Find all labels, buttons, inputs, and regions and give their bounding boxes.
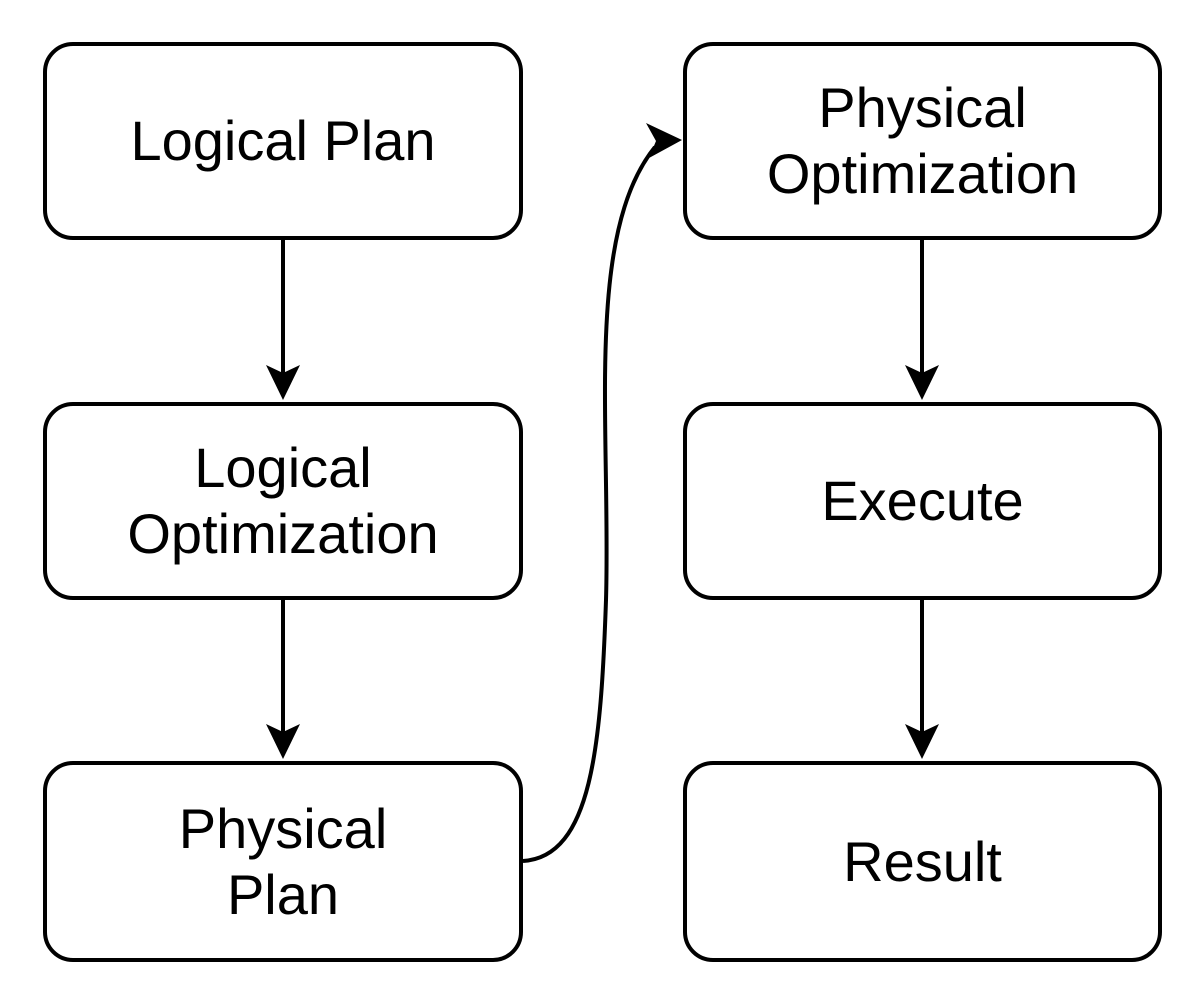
node-label-line: Logical Plan — [130, 109, 436, 172]
arrowhead-physical-optimization — [646, 123, 682, 158]
arrowhead-logical-optimization — [266, 365, 300, 400]
node-logical-optimization: Logical Optimization — [43, 402, 523, 600]
node-physical-optimization: Physical Optimization — [683, 42, 1162, 240]
node-label-line: Logical — [194, 436, 372, 499]
arrowhead-physical-plan — [266, 724, 300, 759]
arrowhead-result — [905, 724, 939, 759]
node-execute: Execute — [683, 402, 1162, 600]
arrowhead-execute — [905, 365, 939, 400]
node-label-line: Result — [843, 829, 1002, 893]
node-label-line: Optimization — [127, 502, 439, 565]
node-label-line: Plan — [226, 862, 340, 926]
node-label-line: Optimization — [766, 142, 1079, 205]
edge-physical-plan-to-physical-optimization — [522, 145, 657, 863]
node-label-line: Physical — [818, 76, 1027, 139]
node-result: Result — [683, 761, 1162, 962]
node-physical-plan: Physical Plan — [43, 761, 523, 962]
edges-group — [266, 123, 939, 863]
node-logical-plan: Logical Plan — [43, 42, 523, 240]
node-label-line: Execute — [821, 469, 1024, 532]
node-label-line: Physical — [178, 796, 388, 860]
